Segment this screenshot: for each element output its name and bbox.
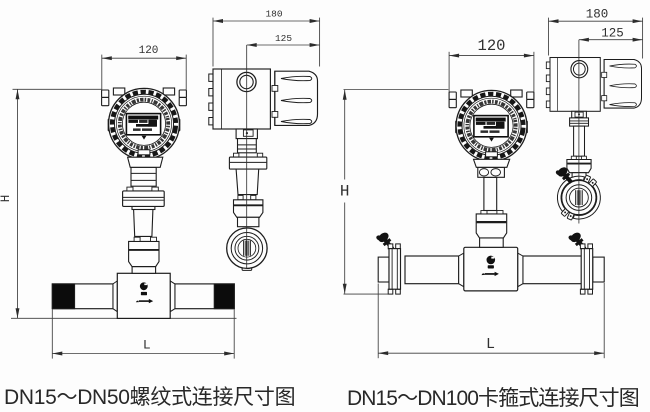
- left-dim-head-width-label: 120: [139, 45, 159, 57]
- right-caption: DN15～DN100卡箍式连接尺寸图: [347, 387, 640, 410]
- left-side-view: [208, 45, 319, 271]
- left-side-stack: [228, 128, 268, 228]
- right-stack: [475, 166, 508, 248]
- right-dim-height-label: H: [340, 183, 350, 201]
- right-side-view: [545, 39, 643, 224]
- left-front-view: [51, 88, 235, 319]
- right-transmitter-head: [449, 90, 534, 162]
- left-flow-arrow: [135, 298, 154, 304]
- left-dim-length-label: L: [143, 337, 151, 352]
- right-head-collar: [472, 158, 511, 168]
- left-brand-mark: [139, 282, 148, 296]
- right-dim-head-width-label: 120: [478, 37, 506, 55]
- left-thread-end-left: [51, 283, 76, 310]
- left-dim-side-depth: [212, 17, 321, 67]
- left-thread-end-right: [213, 283, 235, 310]
- left-dim-head-width: [101, 54, 187, 95]
- right-dimensions: [342, 17, 644, 359]
- right-union-coupling: [475, 213, 508, 239]
- right-dim-height: [342, 89, 449, 295]
- right-assembly: 120 180 125 H L: [340, 8, 644, 359]
- right-neck: [479, 237, 504, 248]
- left-neck: [131, 266, 157, 274]
- left-adapter-rings: [130, 166, 157, 187]
- right-dim-side-depth-label: 180: [586, 8, 609, 22]
- left-caption: DN15～DN50螺纹式连接尺寸图: [4, 386, 296, 409]
- right-flow-arrow: [481, 271, 499, 277]
- left-flange: [122, 190, 165, 207]
- left-stack: [122, 166, 165, 274]
- right-dim-length: [377, 283, 605, 359]
- left-dim-length: [51, 309, 235, 359]
- right-dim-side-offset-label: 125: [601, 26, 624, 40]
- left-union-coupling: [128, 240, 160, 268]
- right-stem: [483, 176, 498, 212]
- left-dim-height-label: H: [0, 195, 13, 203]
- right-brand-mark: [486, 255, 496, 269]
- left-dim-side-offset-label: 125: [275, 33, 292, 44]
- right-vent-box: [477, 166, 505, 178]
- left-pipe: [51, 279, 235, 313]
- right-dim-labels: 120 180 125 H L: [340, 8, 624, 354]
- left-transmitter-head: [102, 88, 187, 160]
- left-dim-side-depth-label: 180: [265, 9, 282, 20]
- left-dim-labels: 120 180 125 H L: [0, 9, 292, 353]
- right-front-view: [373, 90, 605, 295]
- left-stem: [133, 208, 154, 237]
- left-meter-body: [116, 272, 171, 319]
- right-meter-body: [463, 246, 519, 292]
- right-dim-side-depth: [548, 17, 644, 59]
- left-head-collar: [126, 156, 164, 168]
- left-assembly: 120 180 125 H L: [0, 9, 321, 359]
- right-dim-length-label: L: [486, 336, 495, 353]
